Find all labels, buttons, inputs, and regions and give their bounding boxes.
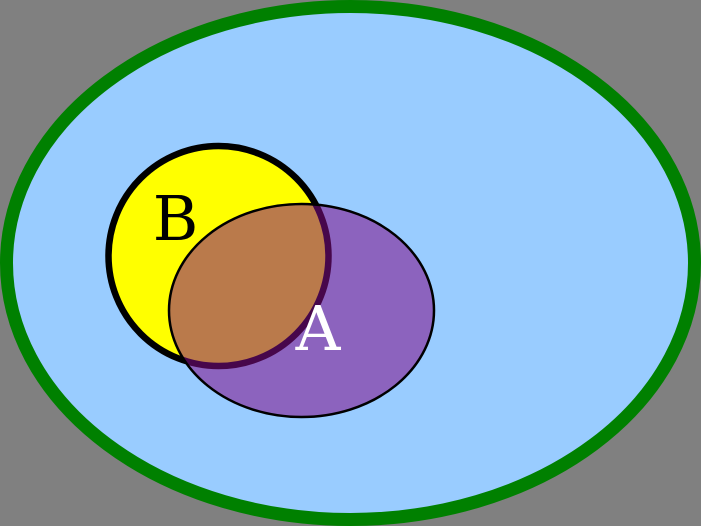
- set-a-ellipse: [167, 202, 436, 419]
- set-a-label: A: [295, 292, 342, 365]
- set-b-label: B: [153, 182, 199, 255]
